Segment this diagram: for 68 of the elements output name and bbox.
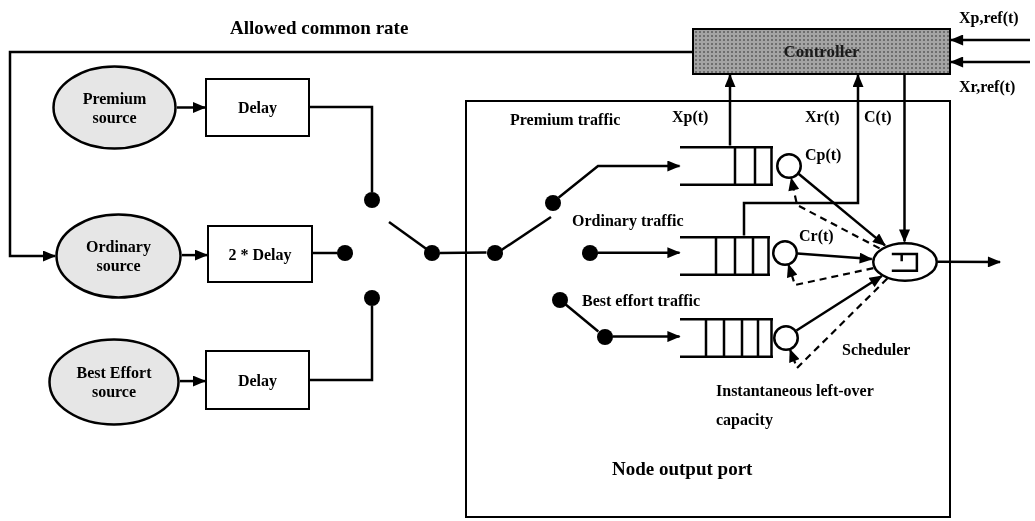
dashed-arrow bbox=[787, 263, 874, 287]
contact-dot bbox=[337, 245, 353, 261]
contact-dot bbox=[486, 244, 503, 261]
arrow bbox=[742, 73, 864, 236]
output-port-box bbox=[465, 100, 951, 518]
arrow bbox=[899, 75, 910, 243]
arrow bbox=[612, 331, 681, 343]
contact-dot bbox=[581, 244, 598, 261]
arrow bbox=[937, 256, 1002, 268]
arrow bbox=[724, 73, 736, 146]
queue-buffer bbox=[679, 145, 773, 186]
server-circle bbox=[771, 239, 798, 266]
node-label: Node output port bbox=[612, 459, 753, 478]
text-label: Ordinary traffic bbox=[572, 211, 684, 231]
contact-dot bbox=[364, 290, 380, 306]
arrow bbox=[949, 56, 1030, 68]
text-label: Scheduler bbox=[842, 340, 911, 360]
arrow bbox=[180, 375, 207, 387]
dashed-arrow bbox=[789, 277, 889, 370]
arrow bbox=[795, 274, 883, 332]
connector-line bbox=[310, 306, 374, 382]
arrow bbox=[797, 172, 886, 247]
connector-line bbox=[564, 303, 600, 333]
node-label: Ordinary source bbox=[85, 237, 152, 275]
contact-dot bbox=[596, 328, 613, 345]
text-label: Premium traffic bbox=[510, 110, 621, 130]
delay-box bbox=[207, 225, 313, 283]
arrow bbox=[557, 160, 681, 199]
server-circle bbox=[775, 152, 802, 179]
node-label: Delay bbox=[237, 98, 278, 117]
node-label: Best Effort source bbox=[75, 363, 153, 401]
controller-box bbox=[692, 28, 951, 75]
rate-label: Cr(t) bbox=[799, 226, 834, 246]
scheduler-ellipse bbox=[871, 241, 938, 282]
server-circle bbox=[772, 324, 799, 351]
arrow bbox=[8, 50, 692, 262]
contact-dot bbox=[424, 245, 440, 261]
dashed-arrow bbox=[788, 177, 881, 250]
node-label: Controller bbox=[783, 42, 860, 61]
source-ellipse bbox=[52, 65, 177, 150]
contact-dot bbox=[544, 194, 561, 211]
connector-line bbox=[313, 251, 337, 255]
edge-label: Xr,ref(t) bbox=[957, 77, 1018, 97]
queue-buffer bbox=[679, 317, 773, 358]
edge-label: C(t) bbox=[862, 107, 894, 127]
delay-box bbox=[205, 350, 310, 410]
rate-label: Cp(t) bbox=[805, 145, 842, 165]
contact-dot bbox=[551, 291, 568, 308]
arrow bbox=[597, 247, 681, 259]
edge-label: Xp(t) bbox=[670, 107, 711, 127]
delay-box bbox=[205, 78, 310, 137]
queue-buffer bbox=[679, 235, 770, 276]
arrow bbox=[177, 102, 207, 113]
source-ellipse bbox=[55, 213, 182, 299]
node-label: Premium source bbox=[81, 88, 148, 127]
edge-label: Xr(t) bbox=[803, 107, 842, 127]
node-label: 2 * Delay bbox=[228, 244, 292, 264]
text-label: Best effort traffic bbox=[582, 291, 701, 311]
connector-line bbox=[310, 105, 374, 192]
arrow bbox=[949, 34, 1030, 46]
arrow bbox=[182, 249, 209, 261]
node-label: Delay bbox=[237, 370, 278, 390]
arrow bbox=[797, 252, 873, 264]
connector-line bbox=[440, 251, 487, 255]
edge-label: Xp,ref(t) bbox=[957, 8, 1021, 28]
text-label: Instantaneous left-over capacity bbox=[716, 381, 875, 431]
contact-dot bbox=[364, 192, 380, 208]
source-ellipse bbox=[48, 338, 180, 426]
